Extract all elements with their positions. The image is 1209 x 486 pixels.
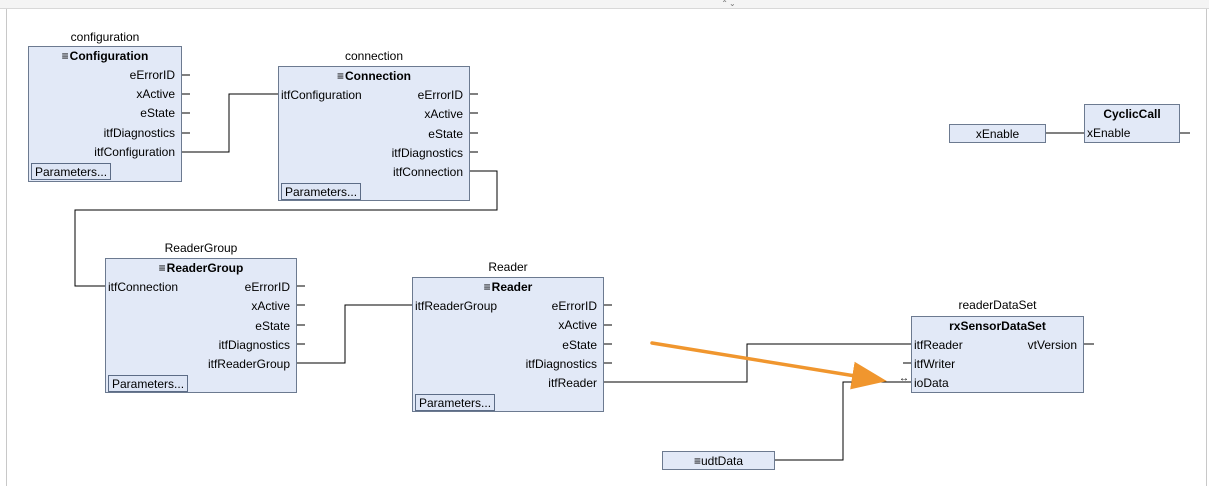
fb-title-readergroup: ≡ReaderGroup xyxy=(158,261,244,275)
pin-in-itfReader[interactable]: itfReader xyxy=(914,338,963,352)
annotation-arrow xyxy=(650,341,887,390)
variable-xenable[interactable]: xEnable xyxy=(949,124,1046,143)
instance-name-readergroup[interactable]: ReaderGroup xyxy=(164,241,238,255)
splitter-handle-icon[interactable]: ⌃⌄ xyxy=(721,0,737,8)
menu-icon: ≡ xyxy=(336,69,344,83)
wire-readergroup-to-reader[interactable] xyxy=(297,304,412,364)
pin-out-xActive[interactable]: xActive xyxy=(136,87,175,101)
instance-name-reader[interactable]: Reader xyxy=(488,260,528,274)
pin-in-itfReaderGroup[interactable]: itfReaderGroup xyxy=(415,299,498,313)
fb-readerdataset[interactable]: rxSensorDataSet itfReader itfWriter ioDa… xyxy=(911,316,1084,393)
inout-arrow-icon: ↔ xyxy=(899,373,909,384)
parameters-button[interactable]: Parameters... xyxy=(281,183,362,200)
pin-in-itfWriter[interactable]: itfWriter xyxy=(914,357,956,371)
parameters-button[interactable]: Parameters... xyxy=(31,163,112,180)
menu-icon: ≡ xyxy=(483,280,491,294)
fb-readergroup[interactable]: ≡ReaderGroup itfConnection eErrorID xAct… xyxy=(105,258,297,393)
parameters-button[interactable]: Parameters... xyxy=(108,375,189,392)
pin-out-itfConfiguration[interactable]: itfConfiguration xyxy=(94,145,175,159)
pin-out-itfDiagnostics[interactable]: itfDiagnostics xyxy=(218,338,290,352)
fb-title-configuration: ≡Configuration xyxy=(61,49,149,63)
variable-udtdata[interactable]: ≡udtData xyxy=(662,451,775,470)
pin-out-eErrorID[interactable]: eErrorID xyxy=(129,68,175,82)
pin-out-xActive[interactable]: xActive xyxy=(251,299,290,313)
pin-out-vtVersion[interactable]: vtVersion xyxy=(1027,338,1077,352)
instance-name-readerdataset[interactable]: readerDataSet xyxy=(958,298,1037,312)
wire-udtdata-to-iodata[interactable] xyxy=(775,381,911,461)
fb-cycliccall[interactable]: CyclicCall xEnable xyxy=(1084,104,1180,143)
pin-out-xActive[interactable]: xActive xyxy=(558,318,597,332)
right-border xyxy=(1206,9,1207,486)
wire-configuration-to-connection[interactable] xyxy=(182,93,278,153)
parameters-button[interactable]: Parameters... xyxy=(415,394,496,411)
pin-in-itfConnection[interactable]: itfConnection xyxy=(108,280,179,294)
wire-connection-to-readergroup[interactable] xyxy=(74,170,498,287)
pin-out-itfDiagnostics[interactable]: itfDiagnostics xyxy=(103,126,175,140)
pin-out-eState[interactable]: eState xyxy=(140,106,175,120)
pin-out-xActive[interactable]: xActive xyxy=(424,107,463,121)
menu-icon: ≡ xyxy=(693,454,701,468)
editor-top-bar: ⌃⌄ xyxy=(0,0,1209,9)
fb-title-readerdataset: rxSensorDataSet xyxy=(949,319,1046,333)
fb-title-connection: ≡Connection xyxy=(336,69,411,83)
pin-out-itfConnection[interactable]: itfConnection xyxy=(392,165,463,179)
fb-reader[interactable]: ≡Reader itfReaderGroup eErrorID xActive … xyxy=(412,277,604,412)
pin-in-xEnable[interactable]: xEnable xyxy=(1087,126,1131,140)
left-border xyxy=(6,9,7,486)
pin-out-eState[interactable]: eState xyxy=(562,338,597,352)
pin-out-itfDiagnostics[interactable]: itfDiagnostics xyxy=(391,146,463,160)
pin-out-eErrorID[interactable]: eErrorID xyxy=(417,88,463,102)
fb-connection[interactable]: ≡Connection itfConfiguration eErrorID xA… xyxy=(278,66,470,201)
pin-out-itfReader[interactable]: itfReader xyxy=(548,376,597,390)
wire-reader-to-readerdataset[interactable] xyxy=(604,343,911,383)
pin-out-eErrorID[interactable]: eErrorID xyxy=(244,280,290,294)
fb-title-cycliccall: CyclicCall xyxy=(1103,107,1161,121)
instance-name-configuration[interactable]: configuration xyxy=(70,30,140,44)
pin-out-eErrorID[interactable]: eErrorID xyxy=(551,299,597,313)
pin-in-itfConfiguration[interactable]: itfConfiguration xyxy=(281,88,362,102)
pin-out-eState[interactable]: eState xyxy=(428,127,463,141)
menu-icon: ≡ xyxy=(158,261,166,275)
pin-out-itfReaderGroup[interactable]: itfReaderGroup xyxy=(207,357,290,371)
pin-out-itfDiagnostics[interactable]: itfDiagnostics xyxy=(525,357,597,371)
menu-icon: ≡ xyxy=(61,49,69,63)
fb-title-reader: ≡Reader xyxy=(483,280,533,294)
pin-in-ioData[interactable]: ioData xyxy=(914,376,949,390)
pin-out-eState[interactable]: eState xyxy=(255,319,290,333)
instance-name-connection[interactable]: connection xyxy=(344,49,404,63)
fb-configuration[interactable]: ≡Configuration eErrorID xActive eState i… xyxy=(28,46,182,182)
